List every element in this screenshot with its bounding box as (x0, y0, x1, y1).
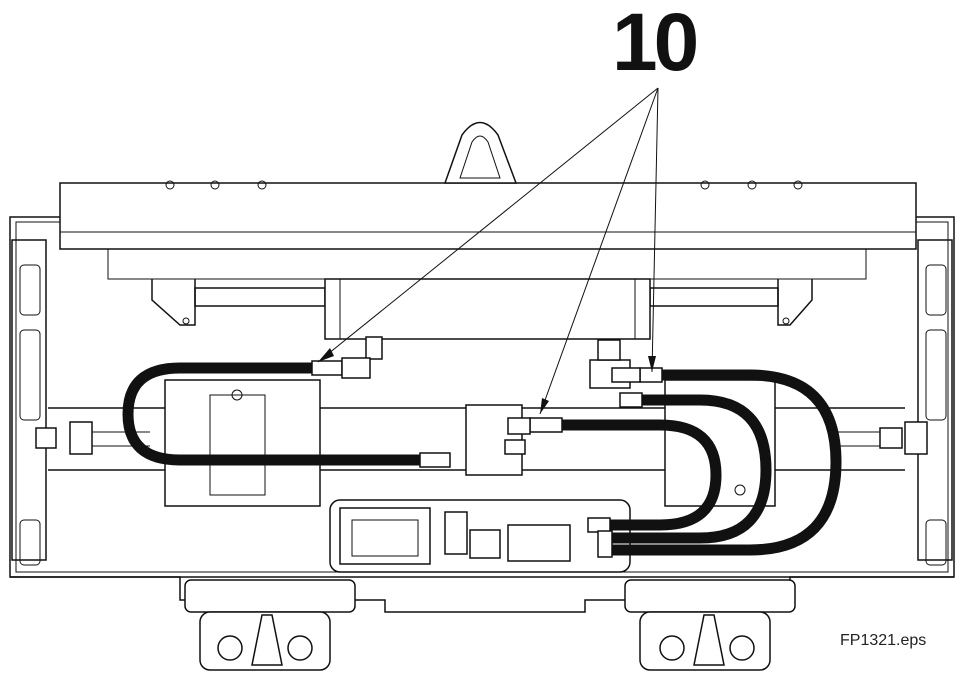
leader-arrowhead (318, 348, 334, 362)
base-rollers (10, 576, 954, 671)
leader-arrowhead (648, 356, 656, 372)
hydraulic-cylinder (151, 278, 813, 340)
hydraulic-hoses (122, 362, 842, 556)
control-box (329, 499, 631, 573)
leader-arrowhead (540, 398, 549, 414)
top-bar (59, 180, 917, 280)
callout-number: 10 (612, 0, 699, 88)
lifting-eye (443, 121, 518, 184)
hose-fittings (311, 357, 663, 558)
valve-block (365, 336, 631, 476)
file-label: FP1321.eps (840, 632, 927, 649)
callout-leaders (317, 87, 659, 415)
